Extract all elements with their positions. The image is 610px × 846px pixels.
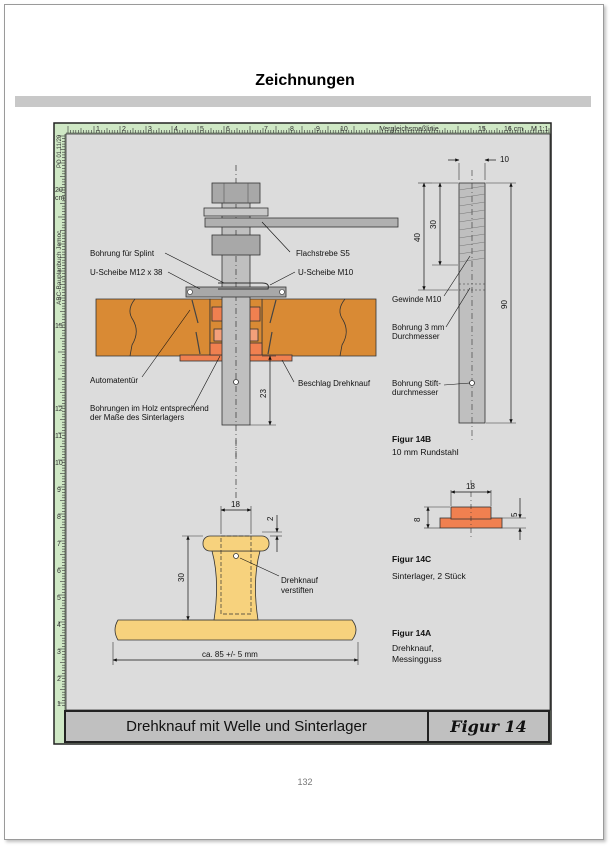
label-bohrungen-holz-1: Bohrungen im Holz entsprechend bbox=[90, 404, 209, 413]
knob-top bbox=[202, 535, 270, 552]
fig14b-desc: 10 mm Rundstahl bbox=[392, 447, 459, 457]
title-block-main: Drehknauf mit Welle und Sinterlager bbox=[66, 712, 429, 741]
ruler-top-number: 5 bbox=[200, 126, 204, 133]
ruler-top-number: 16 cm bbox=[504, 126, 523, 133]
fig14a-title: Figur 14A bbox=[392, 628, 431, 638]
left-ruler bbox=[58, 134, 66, 710]
page-number: 132 bbox=[297, 777, 313, 787]
ruler-top-number: 10 bbox=[340, 126, 348, 133]
ruler-top-number: 8 bbox=[290, 126, 294, 133]
ruler-left-number: 9 bbox=[57, 487, 61, 494]
ruler-top-number: 3 bbox=[148, 126, 152, 133]
knob-pin-hole bbox=[233, 553, 239, 559]
top-ruler bbox=[66, 126, 550, 134]
ruler-top-number: 15 bbox=[478, 126, 486, 133]
rod-hole bbox=[469, 380, 475, 386]
wood-screws bbox=[191, 299, 277, 355]
dim-10: 10 bbox=[500, 155, 509, 164]
wood-break-left bbox=[129, 298, 137, 357]
ruler-top-number: 4 bbox=[174, 126, 178, 133]
ruler-left-label: ABC-Bauplanbuch Jemoc bbox=[56, 230, 63, 305]
ruler-left-code: PO 01.11/20 bbox=[57, 134, 63, 168]
ruler-left-number: 15 bbox=[55, 323, 63, 330]
ruler-left-number: 4 bbox=[57, 622, 61, 629]
dim-30: 30 bbox=[429, 220, 438, 229]
ruler-left-number: cm bbox=[55, 195, 65, 202]
wood-door-left bbox=[95, 298, 211, 357]
fig14b-title: Figur 14B bbox=[392, 434, 431, 444]
wood-break-right bbox=[339, 298, 347, 357]
fig14a-desc-2: Messingguss bbox=[392, 654, 442, 664]
label-drehknauf-2: verstiften bbox=[281, 586, 313, 595]
ruler-top-number: 9 bbox=[316, 126, 320, 133]
ruler-left-number: 7 bbox=[57, 541, 61, 548]
fig14c-title: Figur 14C bbox=[392, 554, 431, 564]
knob-handle bbox=[114, 619, 357, 641]
dim-85: ca. 85 +/- 5 mm bbox=[202, 650, 258, 659]
label-gewinde: Gewinde M10 bbox=[392, 295, 442, 304]
dim-18a: 18 bbox=[231, 500, 240, 509]
splint bbox=[218, 282, 269, 290]
ruler-left-number: 5 bbox=[57, 595, 61, 602]
label-bohrung3-2: Durchmesser bbox=[392, 332, 440, 341]
title-block-figure: Figur 14 bbox=[450, 717, 527, 736]
label-stift-2: durchmesser bbox=[392, 388, 439, 397]
label-u-scheibe-m10: U-Scheibe M10 bbox=[298, 268, 354, 277]
ruler-top-number: 1 bbox=[96, 126, 100, 133]
ruler-left-number: 2 bbox=[57, 676, 61, 683]
fig14c-desc: Sinterlager, 2 Stück bbox=[392, 571, 466, 581]
label-bohrungen-holz-2: der Maße des Sinterlagers bbox=[90, 413, 184, 422]
wood-door-right bbox=[261, 298, 377, 357]
page-heading: Zeichnungen bbox=[255, 72, 355, 89]
knob-bore bbox=[220, 535, 252, 615]
ruler-left-number: 8 bbox=[57, 514, 61, 521]
title-block: Drehknauf mit Welle und Sinterlager Figu… bbox=[64, 710, 550, 743]
ruler-top-label: Vergleichsmaßlinie bbox=[380, 126, 439, 133]
dim-5: 5 bbox=[510, 512, 519, 517]
ruler-top-scale: M 1:1 bbox=[531, 126, 549, 133]
ruler-left-number: 3 bbox=[57, 649, 61, 656]
top-nut bbox=[211, 182, 261, 204]
label-bohrung3-1: Bohrung 3 mm bbox=[392, 323, 445, 332]
ruler-left-number: 6 bbox=[57, 568, 61, 575]
fig14a-desc-1: Drehknauf, bbox=[392, 643, 434, 653]
flachstrebe-bar bbox=[204, 217, 399, 228]
dim-30b: 30 bbox=[177, 573, 186, 582]
heading-bar bbox=[15, 96, 591, 107]
dim-8: 8 bbox=[413, 517, 422, 522]
label-beschlag: Beschlag Drehknauf bbox=[298, 379, 371, 388]
ruler-left-number: 12 bbox=[55, 406, 63, 413]
label-stift-1: Bohrung Stift- bbox=[392, 379, 441, 388]
ruler-top-number: 2 bbox=[122, 126, 126, 133]
shaft-hole bbox=[233, 379, 239, 385]
dim-2: 2 bbox=[266, 516, 275, 521]
dim-40: 40 bbox=[413, 233, 422, 242]
washer-m12 bbox=[185, 286, 287, 298]
label-flachstrebe: Flachstrebe S5 bbox=[296, 249, 350, 258]
lower-nut bbox=[211, 234, 261, 256]
dim-90: 90 bbox=[500, 300, 509, 309]
ruler-top-number: 6 bbox=[226, 126, 230, 133]
ruler-left-number: 10 bbox=[55, 460, 63, 467]
washer-top bbox=[203, 207, 269, 217]
label-u-scheibe-m12: U-Scheibe M12 x 38 bbox=[90, 268, 163, 277]
ruler-left-number: 1 bbox=[57, 701, 61, 708]
dim-18c: 18 bbox=[466, 482, 475, 491]
label-drehknauf-1: Drehknauf bbox=[281, 576, 319, 585]
label-automatentuer: Automatentür bbox=[90, 376, 138, 385]
ruler-left-number: 20 bbox=[55, 187, 63, 194]
knob-neck bbox=[211, 550, 261, 621]
ruler-top-number: 7 bbox=[264, 126, 268, 133]
ruler-left-number: 11 bbox=[55, 433, 62, 440]
dim-23: 23 bbox=[259, 389, 268, 398]
label-bohrung-splint: Bohrung für Splint bbox=[90, 249, 155, 258]
